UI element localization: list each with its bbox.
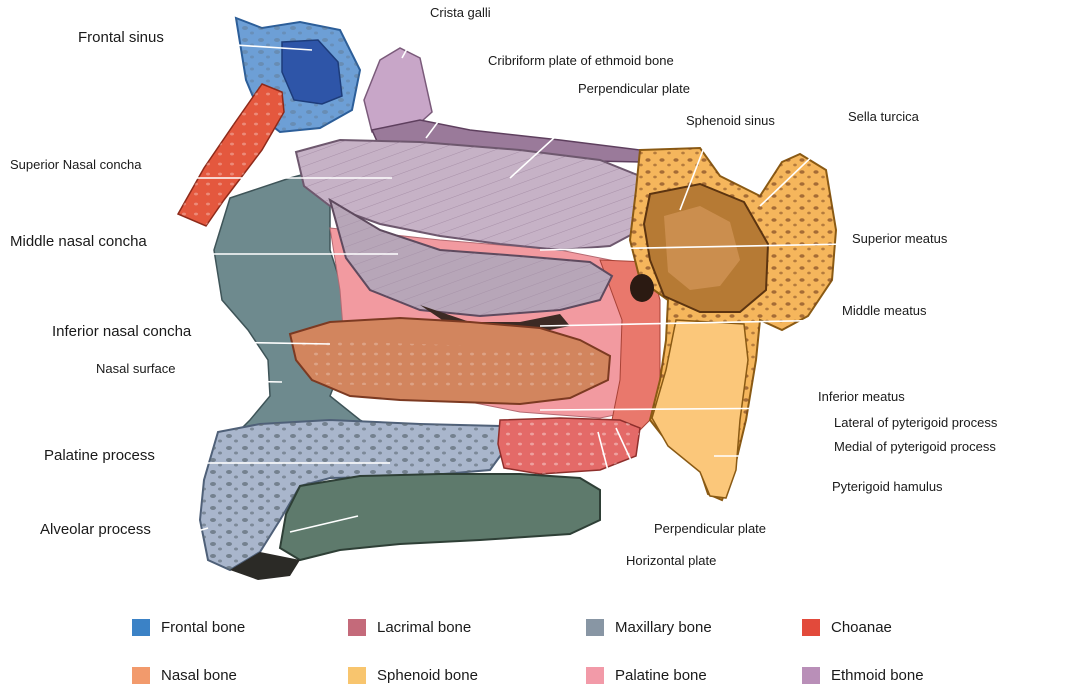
legend-item-palatine-bone: Palatine bone (586, 664, 707, 686)
label-sphenoid-sinus: Sphenoid sinus (686, 114, 775, 127)
legend-swatch (348, 619, 366, 636)
label-inferior-meatus: Inferior meatus (818, 390, 905, 403)
nasal-cavity-illustration (0, 0, 1080, 600)
legend-swatch (132, 667, 150, 684)
label-superior-meatus: Superior meatus (852, 232, 947, 245)
label-crista-galli: Crista galli (430, 6, 491, 19)
legend-item-ethmoid-bone: Ethmoid bone (802, 664, 924, 686)
legend-swatch (586, 619, 604, 636)
legend-label: Palatine bone (615, 667, 707, 684)
legend-item-maxillary-bone: Maxillary bone (586, 616, 712, 638)
legend-item-lacrimal-bone: Lacrimal bone (348, 616, 471, 638)
legend-swatch (802, 667, 820, 684)
legend-swatch (586, 667, 604, 684)
legend-swatch (132, 619, 150, 636)
label-inferior-nasal-concha: Inferior nasal concha (52, 324, 191, 339)
label-pterygoid-hamulus: Pyterigoid hamulus (832, 480, 943, 493)
label-alveolar-process: Alveolar process (40, 522, 151, 537)
label-perpendicular-plate-bottom: Perpendicular plate (654, 522, 766, 535)
legend-swatch (802, 619, 820, 636)
legend-swatch (348, 667, 366, 684)
legend-label: Nasal bone (161, 667, 237, 684)
legend-label: Ethmoid bone (831, 667, 924, 684)
label-perpendicular-plate-top: Perpendicular plate (578, 82, 690, 95)
label-middle-nasal-concha: Middle nasal concha (10, 234, 147, 249)
legend-label: Frontal bone (161, 619, 245, 636)
legend-label: Sphenoid bone (377, 667, 478, 684)
legend-label: Choanae (831, 619, 892, 636)
label-cribriform-plate: Cribriform plate of ethmoid bone (488, 54, 674, 67)
label-sella-turcica: Sella turcica (848, 110, 919, 123)
crista-galli-shape (364, 48, 432, 132)
label-nasal-surface: Nasal surface (96, 362, 175, 375)
legend-item-nasal-bone: Nasal bone (132, 664, 237, 686)
legend-label: Lacrimal bone (377, 619, 471, 636)
legend-item-frontal-bone: Frontal bone (132, 616, 245, 638)
legend-item-choanae: Choanae (802, 616, 892, 638)
label-frontal-sinus: Frontal sinus (78, 30, 164, 45)
label-middle-meatus: Middle meatus (842, 304, 927, 317)
label-horizontal-plate: Horizontal plate (626, 554, 716, 567)
legend-label: Maxillary bone (615, 619, 712, 636)
alveolar-process-shape (280, 474, 600, 560)
label-superior-nasal-concha: Superior Nasal concha (10, 158, 142, 171)
legend-item-sphenoid-bone: Sphenoid bone (348, 664, 478, 686)
label-lateral-pterygoid: Lateral of pyterigoid process (834, 416, 997, 429)
label-medial-pterygoid: Medial of pyterigoid process (834, 440, 996, 453)
label-palatine-process: Palatine process (44, 448, 155, 463)
